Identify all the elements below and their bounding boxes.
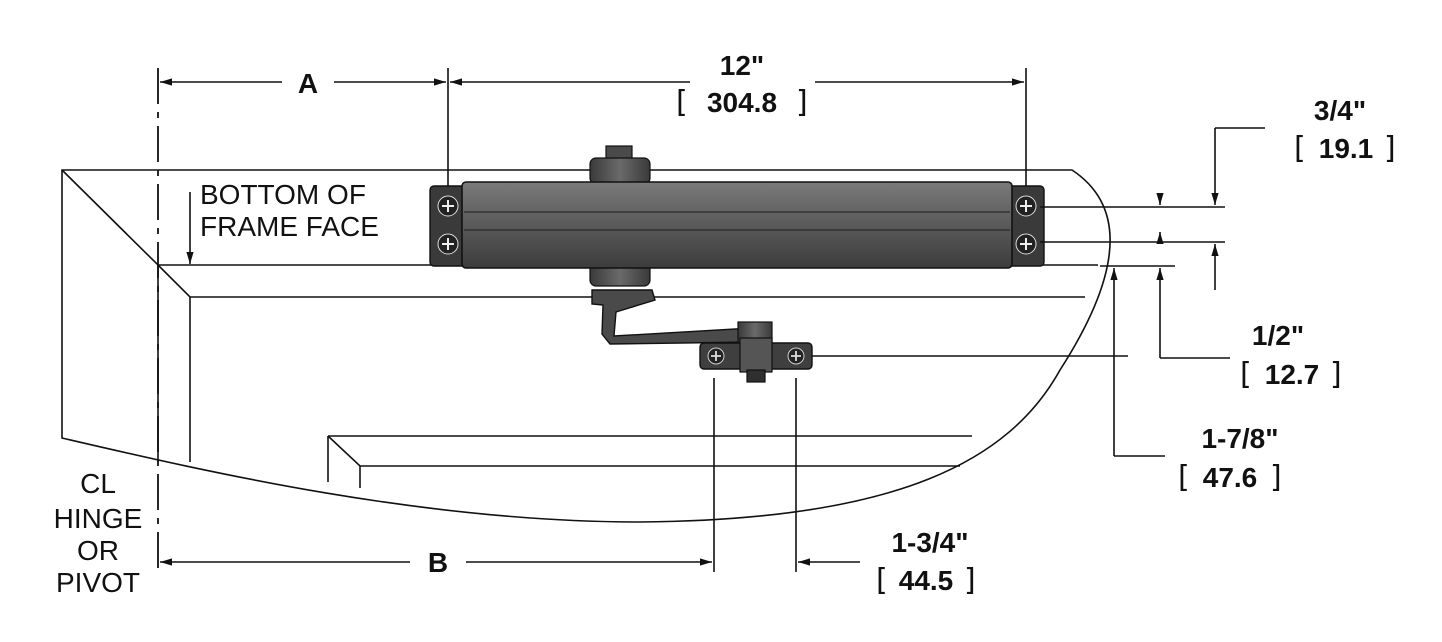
dimension-b: B <box>160 378 797 578</box>
length-mm: 304.8 <box>707 87 777 118</box>
dimension-arm-offset: 1/2" [ 12.7 ] <box>1100 193 1342 392</box>
top-offset-inches: 3/4" <box>1314 95 1366 126</box>
shoe-drop-inches: 1-7/8" <box>1201 423 1278 454</box>
dimension-length: 12" [ 304.8 ] <box>450 50 1024 120</box>
dimension-a: A <box>160 68 1027 186</box>
hinge-line3: PIVOT <box>56 567 140 598</box>
shoe-width-inches: 1-3/4" <box>891 527 968 558</box>
frame-face-note: BOTTOM OF FRAME FACE <box>186 179 379 264</box>
dimension-top-offset: 3/4" [ 19.1 ] <box>1040 95 1396 290</box>
shoe-drop-mm: 47.6 <box>1203 462 1258 493</box>
frame-face-line2: FRAME FACE <box>200 211 379 242</box>
shoe-drop-bracket-close: ] <box>1270 460 1282 495</box>
closer-body <box>429 145 1045 287</box>
body-screw-left-bottom-icon <box>437 233 459 255</box>
top-offset-bracket-open: [ <box>1294 131 1306 166</box>
length-bracket-close: ] <box>796 85 808 120</box>
hinge-line2: OR <box>77 535 119 566</box>
frame-face-line1: BOTTOM OF <box>200 179 366 210</box>
shoe-width-bracket-close: ] <box>964 563 976 598</box>
dimension-shoe-width: 1-3/4" [ 44.5 ] <box>798 527 976 598</box>
body-screw-right-bottom-icon <box>1015 233 1037 255</box>
centerline-symbol: CL <box>80 468 116 499</box>
body-screw-left-top-icon <box>437 195 459 217</box>
hinge-note: CL HINGE OR PIVOT <box>54 468 143 598</box>
dimension-shoe-drop: 1-7/8" [ 47.6 ] <box>812 268 1282 495</box>
top-offset-mm: 19.1 <box>1319 133 1374 164</box>
dimension-a-label: A <box>298 68 318 99</box>
arm-offset-mm: 12.7 <box>1265 359 1320 390</box>
arm-shoe <box>699 337 813 383</box>
hinge-line1: HINGE <box>54 503 143 534</box>
shoe-width-mm: 44.5 <box>899 565 954 596</box>
length-bracket-open: [ <box>676 85 688 120</box>
length-inches: 12" <box>720 50 764 81</box>
body-screw-right-top-icon <box>1015 195 1037 217</box>
top-offset-bracket-close: ] <box>1384 131 1396 166</box>
closer-arm <box>591 289 773 345</box>
shoe-width-bracket-open: [ <box>876 563 888 598</box>
shoe-drop-bracket-open: [ <box>1178 460 1190 495</box>
arm-offset-bracket-open: [ <box>1240 357 1252 392</box>
dimension-b-label: B <box>428 547 448 578</box>
arm-offset-bracket-close: ] <box>1330 357 1342 392</box>
arm-offset-inches: 1/2" <box>1252 320 1304 351</box>
